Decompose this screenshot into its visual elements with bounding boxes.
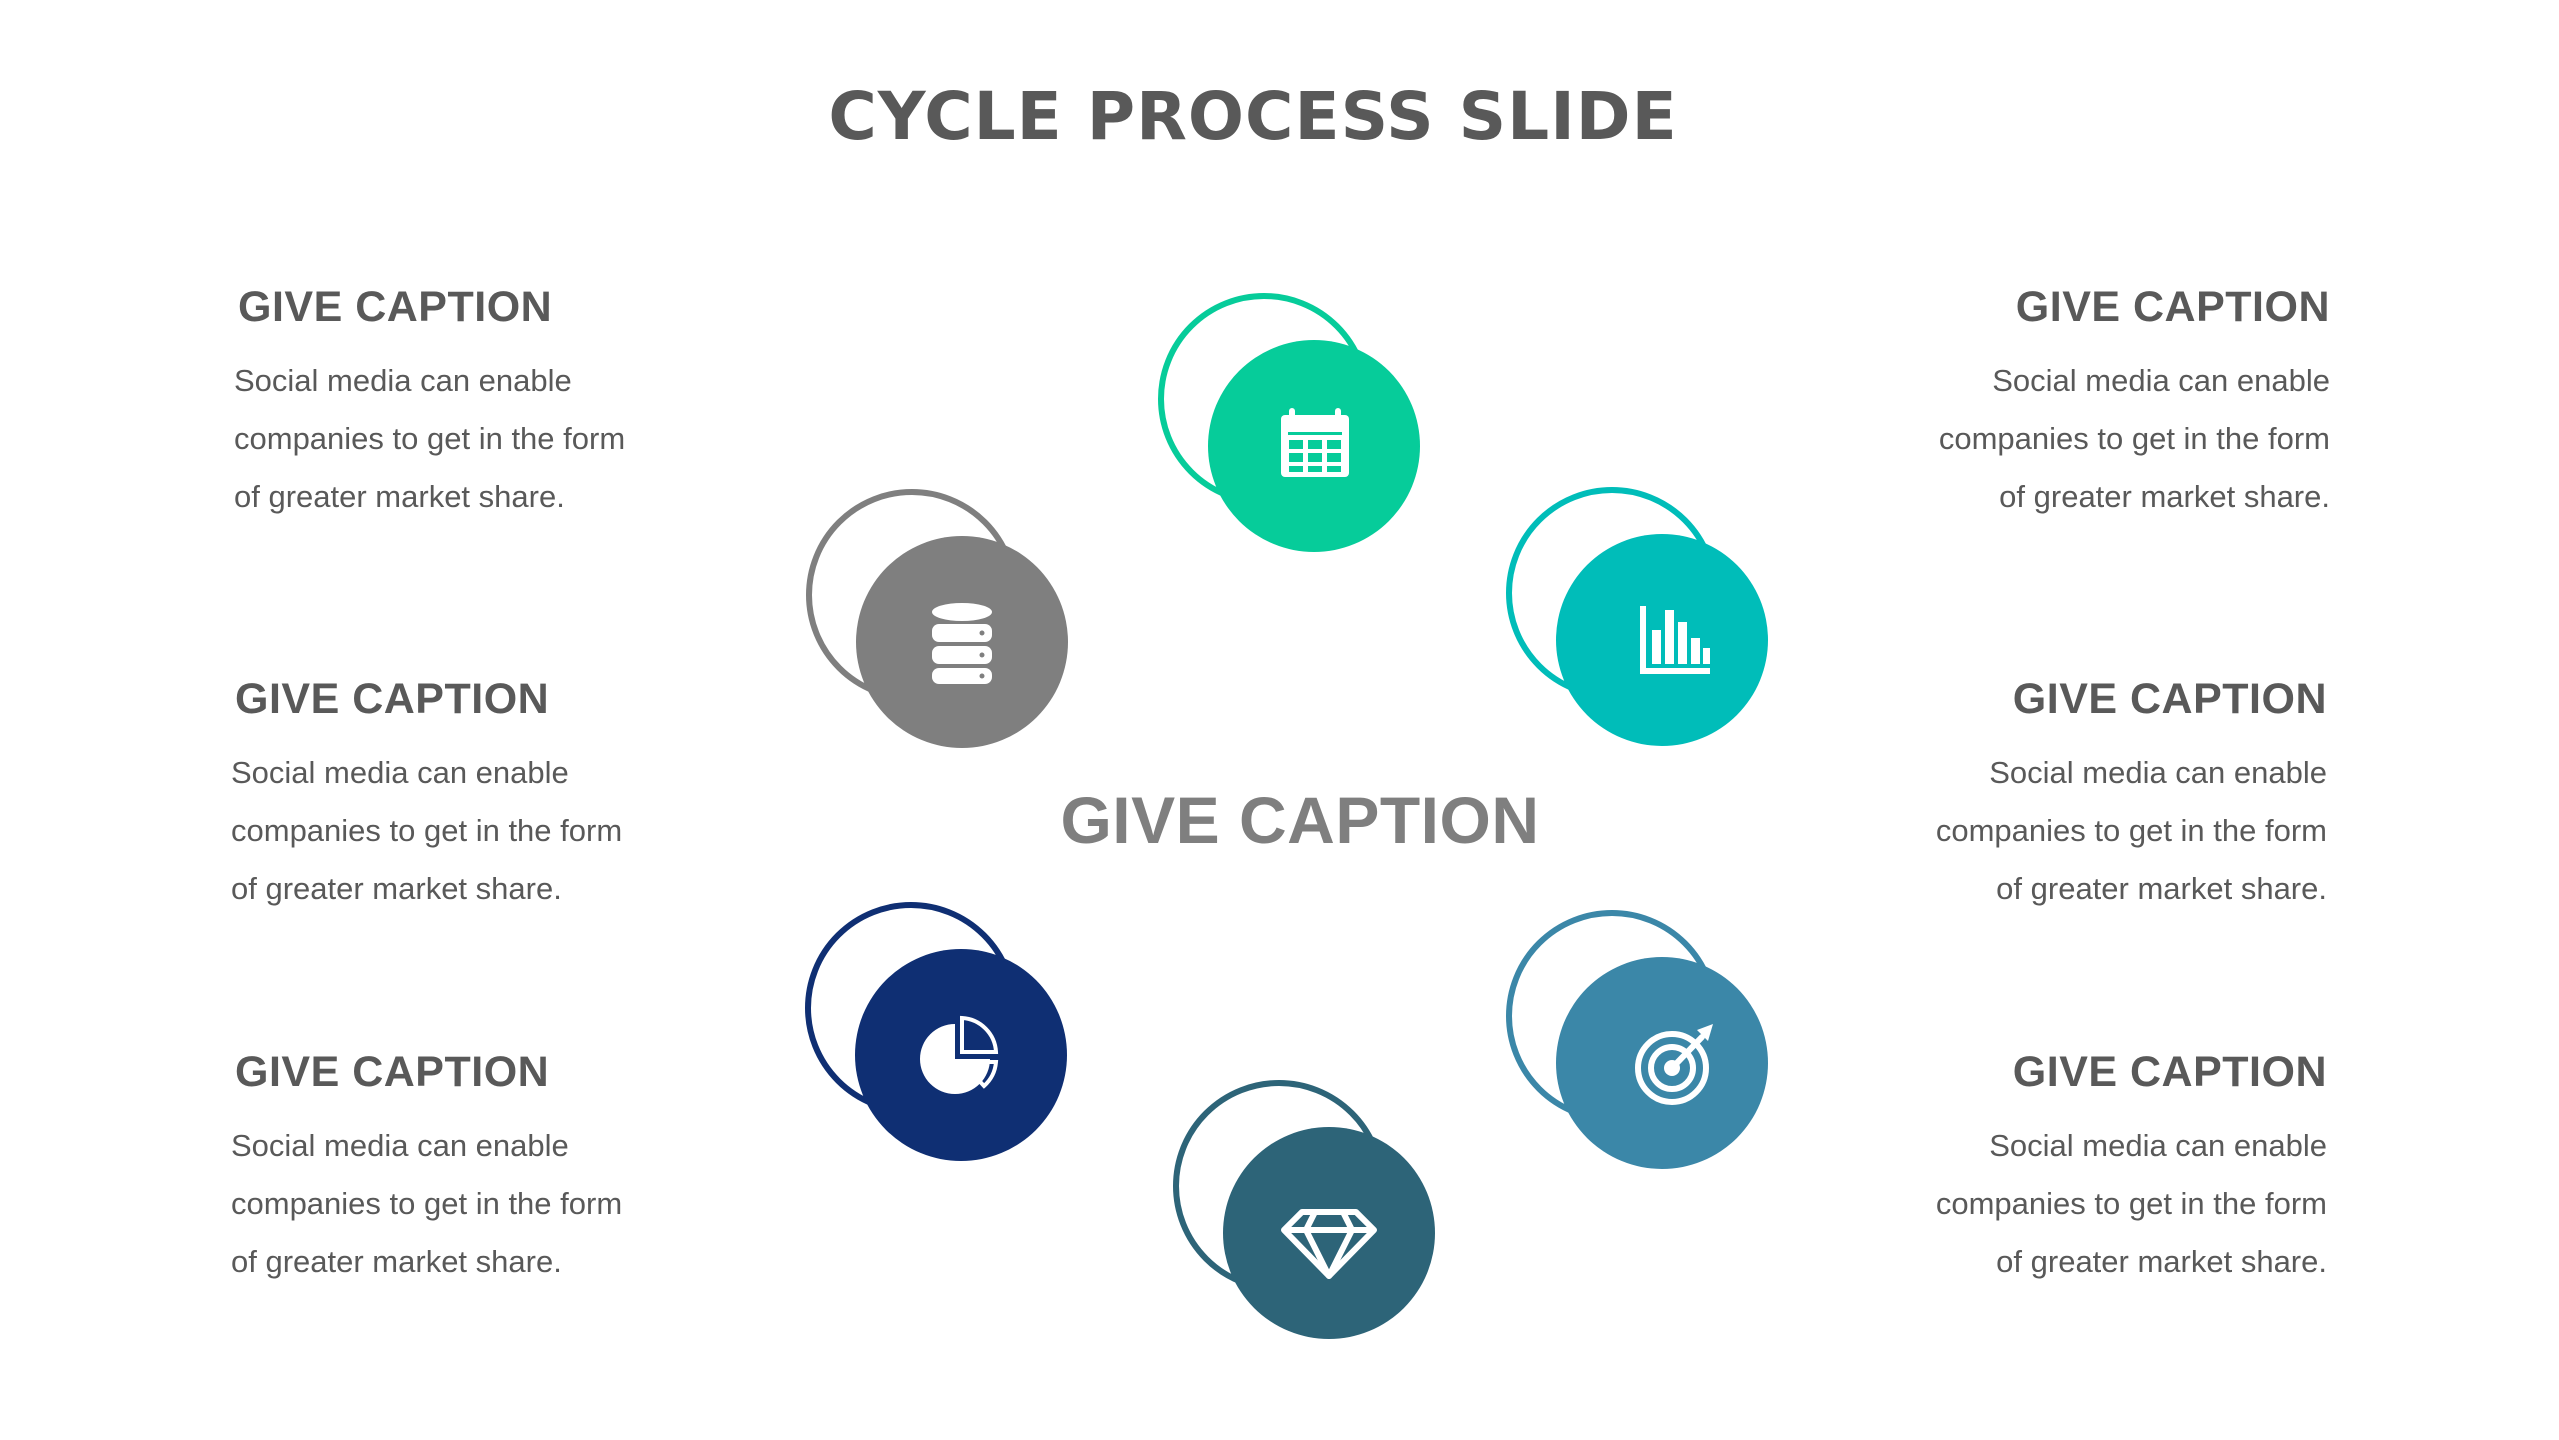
caption-text: Social media can enable companies to get… — [231, 755, 623, 906]
caption-block-right-3: GIVE CAPTION Social media can enable com… — [1767, 1045, 2327, 1291]
calendar-icon — [1281, 408, 1349, 477]
caption-heading: GIVE CAPTION — [2012, 675, 2327, 723]
caption-text: Social media can enable companies to get… — [1935, 755, 2327, 906]
caption-heading: GIVE CAPTION — [238, 283, 553, 331]
caption-heading: GIVE CAPTION — [235, 1048, 550, 1096]
caption-text: Social media can enable companies to get… — [1938, 363, 2330, 514]
caption-block-right-2: GIVE CAPTION Social media can enable com… — [1767, 672, 2327, 918]
caption-block-left-3: GIVE CAPTION Social media can enable com… — [231, 1045, 795, 1291]
caption-block-left-1: GIVE CAPTION Social media can enable com… — [234, 280, 798, 526]
caption-text: Social media can enable companies to get… — [234, 363, 626, 514]
diamond-icon — [1281, 1209, 1377, 1279]
cycle-node-bar-chart — [1506, 487, 1768, 746]
cycle-node-target — [1506, 910, 1768, 1169]
cycle-node-diamond — [1173, 1080, 1435, 1339]
node-disc — [855, 949, 1067, 1161]
cycle-node-database — [806, 489, 1068, 748]
caption-text: Social media can enable companies to get… — [231, 1128, 623, 1279]
pie-chart-icon — [920, 1015, 999, 1094]
caption-heading: GIVE CAPTION — [2015, 283, 2330, 331]
center-caption: GIVE CAPTION — [1060, 783, 1540, 857]
caption-text: Social media can enable companies to get… — [1935, 1128, 2327, 1279]
caption-heading: GIVE CAPTION — [2012, 1048, 2327, 1096]
database-icon — [932, 603, 992, 684]
cycle-node-pie-chart — [805, 902, 1067, 1161]
cycle-node-calendar — [1158, 293, 1420, 552]
node-disc — [1556, 957, 1768, 1169]
target-icon — [1635, 1024, 1713, 1105]
slide-title: CYCLE PROCESS SLIDE — [828, 78, 1678, 155]
caption-block-left-2: GIVE CAPTION Social media can enable com… — [231, 672, 795, 918]
node-disc — [1556, 534, 1768, 746]
caption-block-right-1: GIVE CAPTION Social media can enable com… — [1770, 280, 2330, 526]
bar-chart-icon — [1640, 606, 1710, 674]
caption-heading: GIVE CAPTION — [235, 675, 550, 723]
